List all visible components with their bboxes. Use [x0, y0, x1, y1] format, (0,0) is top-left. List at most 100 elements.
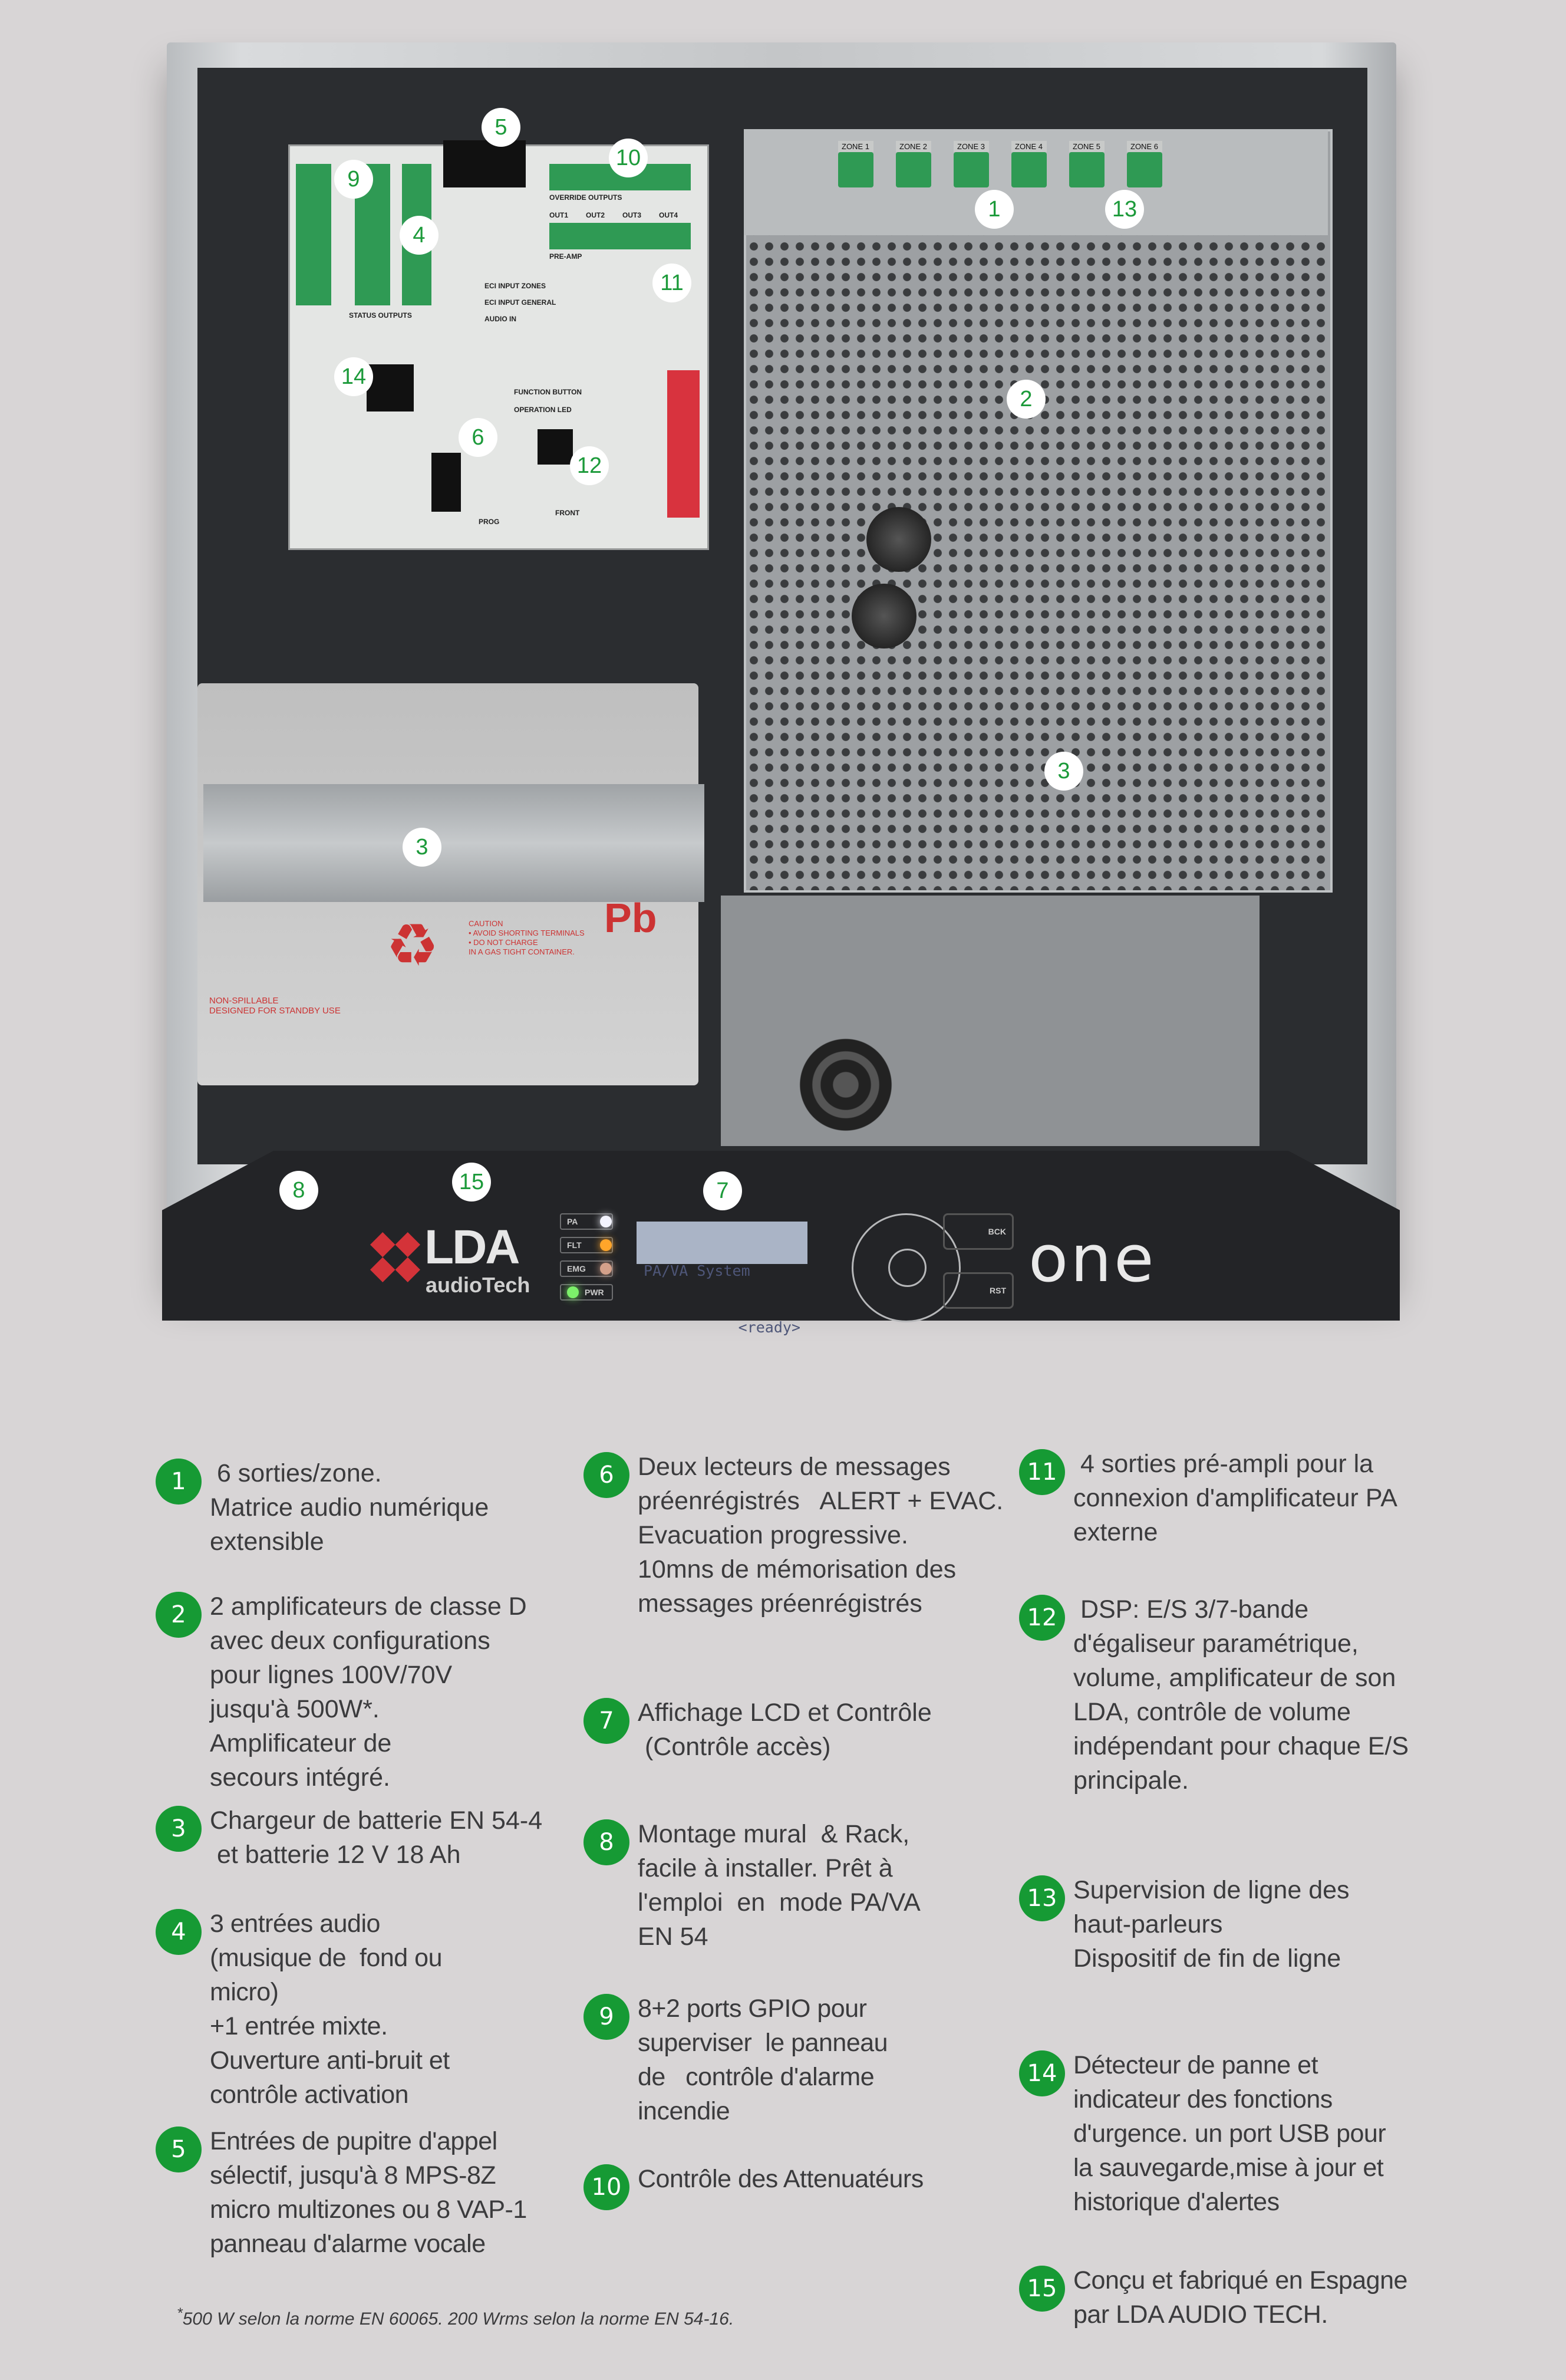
callout-marker-3: 3 — [1044, 752, 1083, 791]
callout-marker-9: 9 — [334, 160, 373, 199]
front-label: FRONT — [555, 509, 580, 517]
terminal — [838, 152, 873, 187]
led-indicator — [600, 1239, 612, 1251]
description-line: DSP: E/S 3/7-bande — [1073, 1595, 1309, 1624]
description-line: préenrégistrés ALERT + EVAC. — [638, 1487, 1004, 1515]
number-badge: 3 — [156, 1806, 202, 1852]
led-indicator — [600, 1216, 612, 1227]
navigation-dpad[interactable] — [852, 1213, 961, 1322]
callout-marker-13: 13 — [1105, 190, 1144, 229]
description-line: secours intégré. — [210, 1763, 390, 1792]
terminal — [1011, 152, 1047, 187]
description-line: la sauvegarde,mise à jour et — [1073, 2154, 1384, 2182]
description-line: Evacuation progressive. — [638, 1521, 908, 1549]
led-flt: FLT — [560, 1237, 613, 1253]
zone-output-strip: ZONE 1 ZONE 2 ZONE 3 ZONE 4 ZONE 5 ZONE … — [744, 129, 1328, 235]
lcd-display: PA/VA System <ready> — [637, 1222, 807, 1336]
description-line: facile à installer. Prêt à — [638, 1854, 893, 1882]
description-line: LDA, contrôle de volume — [1073, 1698, 1351, 1726]
terminal — [896, 152, 931, 187]
description-line: de contrôle d'alarme — [638, 2063, 875, 2091]
description-line: 3 entrées audio — [210, 1910, 380, 1938]
description-line: Contrôle des Attenuatéurs — [638, 2165, 924, 2193]
description-line: Dispositif de fin de ligne — [1073, 1944, 1341, 1973]
description-line: et batterie 12 V 18 Ah — [210, 1841, 461, 1869]
preamp-terminals — [549, 223, 691, 249]
battery-strap — [203, 784, 704, 902]
description-line: connexion d'amplificateur PA — [1073, 1484, 1397, 1512]
description-line: indicateur des fonctions — [1073, 2085, 1333, 2114]
description-line: historique d'alertes — [1073, 2188, 1280, 2216]
footnote-text: 500 W selon la norme EN 60065. 200 Wrms … — [182, 2309, 734, 2329]
description-line: Affichage LCD et Contrôle — [638, 1698, 932, 1727]
callout-marker-6: 6 — [459, 418, 497, 457]
call-station-connector — [443, 140, 526, 187]
footnote: *500 W selon la norme EN 60065. 200 Wrms… — [177, 2305, 734, 2329]
description-line: principale. — [1073, 1766, 1189, 1795]
feature-description: Contrôle des Attenuatéurs — [638, 2162, 924, 2196]
callout-marker-8: 8 — [279, 1171, 318, 1210]
out2-label: OUT2 — [586, 211, 605, 219]
battery-non-spillable: NON-SPILLABLE — [209, 996, 279, 1006]
dpad-enter-button[interactable] — [888, 1249, 927, 1287]
control-board: OVERRIDE OUTPUTS PRE-AMP ECI INPUT ZONES… — [288, 140, 709, 550]
brand-subtitle: audioTech — [426, 1273, 530, 1297]
zone-1: ZONE 1 — [838, 141, 873, 187]
description-line: pour lignes 100V/70V — [210, 1661, 453, 1689]
number-badge: 10 — [583, 2164, 629, 2210]
footnote-mark: * — [177, 2305, 183, 2322]
back-button[interactable]: BCK — [943, 1213, 1014, 1250]
description-line: 2 amplificateurs de classe D — [210, 1592, 527, 1621]
dsp-chip — [367, 364, 414, 412]
feature-description: Deux lecteurs de messages préenrégistrés … — [638, 1450, 1003, 1621]
description-line: Chargeur de batterie EN 54-4 — [210, 1806, 543, 1835]
description-line: d'urgence. un port USB pour — [1073, 2119, 1386, 2148]
description-line: indépendant pour chaque E/S — [1073, 1732, 1409, 1760]
reset-button[interactable]: RST — [943, 1272, 1014, 1309]
brand-logo: LDA — [424, 1220, 520, 1274]
description-line: contrôle activation — [210, 2081, 409, 2109]
lcd-line-1: PA/VA System — [644, 1262, 750, 1279]
capacitor — [852, 584, 916, 649]
number-badge: 7 — [583, 1698, 629, 1744]
description-line: Deux lecteurs de messages — [638, 1453, 951, 1481]
description-line: micro) — [210, 1978, 279, 2006]
number-badge: 5 — [156, 2126, 202, 2172]
description-line: Montage mural & Rack, — [638, 1820, 910, 1848]
feature-description: DSP: E/S 3/7-bande d'égaliseur paramétriq… — [1073, 1592, 1409, 1798]
number-badge: 12 — [1019, 1595, 1065, 1641]
number-badge: 1 — [156, 1459, 202, 1505]
description-line: Conçu et fabriqué en Espagne — [1073, 2266, 1407, 2295]
amplifier-module — [744, 129, 1333, 893]
callout-marker-3: 3 — [403, 828, 441, 867]
eci-zones-label: ECI INPUT ZONES — [484, 282, 546, 290]
description-line: incendie — [638, 2097, 730, 2125]
callout-marker-12: 12 — [570, 446, 609, 485]
callout-marker-11: 11 — [652, 264, 691, 302]
battery-warning: IN A GAS TIGHT CONTAINER. — [469, 947, 575, 956]
number-badge: 15 — [1019, 2266, 1065, 2312]
led-emg: EMG — [560, 1260, 613, 1277]
zone-5: ZONE 5 — [1069, 141, 1105, 187]
number-badge: 14 — [1019, 2050, 1065, 2096]
description-line: jusqu'à 500W*. — [210, 1695, 380, 1723]
override-label: OVERRIDE OUTPUTS — [549, 193, 622, 202]
capacitor — [866, 507, 931, 572]
description-line: 10mns de mémorisation des — [638, 1555, 957, 1584]
description-line: 6 sorties/zone. — [210, 1459, 382, 1487]
description-line: externe — [1073, 1518, 1158, 1546]
zone-6: ZONE 6 — [1127, 141, 1162, 187]
terminal — [954, 152, 989, 187]
number-badge: 8 — [583, 1819, 629, 1865]
terminal — [1127, 152, 1162, 187]
description-line: d'égaliseur paramétrique, — [1073, 1630, 1359, 1658]
callout-marker-1: 1 — [975, 190, 1014, 229]
battery-warning: • AVOID SHORTING TERMINALS — [469, 929, 585, 937]
